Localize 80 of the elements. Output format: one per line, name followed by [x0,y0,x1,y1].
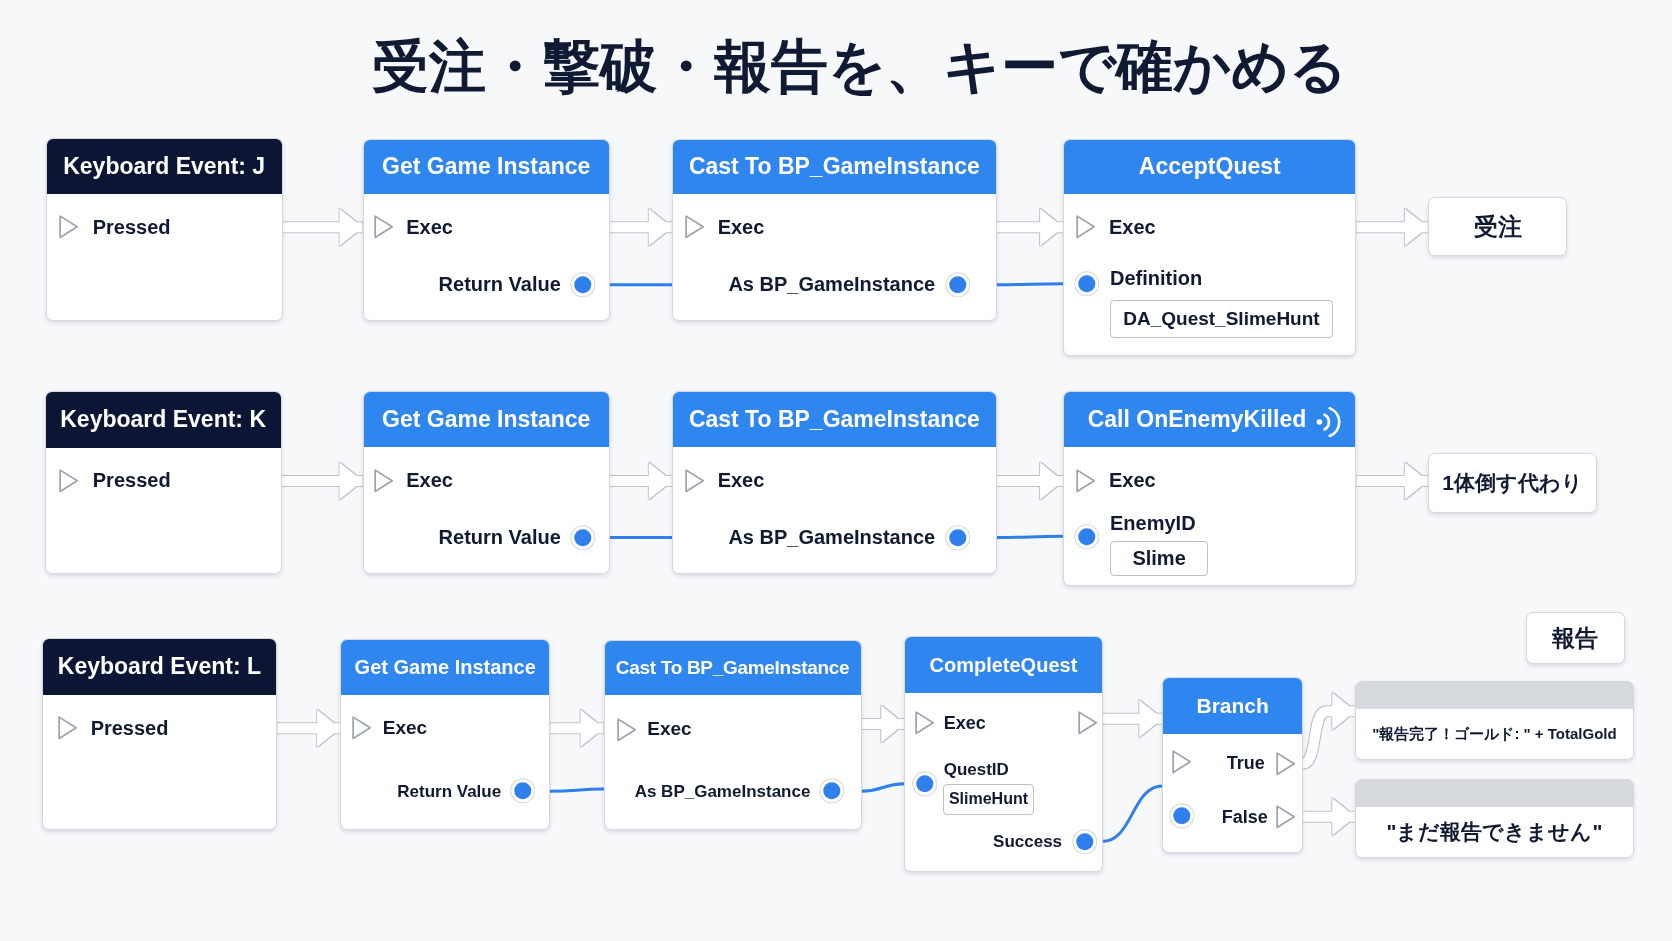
data-wire [608,283,674,287]
blueprint-node [671,138,997,321]
pin-label: Pressed [90,715,169,741]
blueprint-node [362,138,610,321]
node-title: Branch [1196,693,1269,719]
node-title: Cast To BP_GameInstance [615,656,850,680]
data-wire [608,535,674,539]
data-wire [995,282,1065,287]
node-title: Cast To BP_GameInstance [688,153,980,181]
string-node: "報告完了！ゴールド: " + TotalGold [1355,681,1634,761]
pin-label: Pressed [92,214,171,240]
pin-label: Exec [406,214,453,240]
pin-label: Exec [647,717,692,742]
pin-label: Success [993,830,1063,852]
title: 受注・撃破・報告を、キーで確かめる [371,34,1347,98]
string-node: "まだ報告できません" [1355,779,1634,859]
blueprint-node [340,638,551,830]
blueprint-node [1063,138,1357,357]
exec-arrow [1303,798,1356,836]
value-field: DA_Quest_SlimeHunt [1110,299,1333,338]
blueprint-node [671,391,997,574]
node-title: Get Game Instance [382,405,591,434]
pin-label: True [1226,752,1265,775]
pin-label: Return Value [438,524,561,550]
node-title: Get Game Instance [382,153,591,181]
exec-arrow [277,709,341,747]
exec-arrow [861,705,905,743]
pin-label: Pressed [92,468,171,494]
pin-label: QuestID [943,759,1009,781]
data-wire [548,787,606,793]
exec-arrow [281,462,363,500]
exec-arrow [609,208,672,246]
blueprint-node [45,137,283,321]
exec-arrow [1301,692,1356,769]
pin-label: As BP_GameInstance [728,272,936,298]
data-wire [1101,784,1164,843]
value-field: SlimeHunt [942,783,1035,815]
pin-label: Exec [382,716,428,741]
pin-label: Exec [406,468,453,494]
pin-label: EnemyID [1110,511,1196,537]
data-wire [995,534,1065,539]
exec-arrow [1102,700,1163,738]
pin-label: Exec [943,711,986,735]
node-title: Cast To BP_GameInstance [688,405,980,434]
pin-label: Return Value [438,272,561,298]
blueprint-node [362,391,610,574]
node-title: Get Game Instance [354,655,536,680]
exec-arrow [1356,208,1428,246]
blueprint-node [904,635,1103,873]
pin-label: Exec [717,468,765,494]
blueprint-node [603,639,862,830]
label-box: 1体倒す代わり [1427,453,1598,513]
blueprint-node [41,637,278,830]
node-title: Keyboard Event: J [63,152,266,181]
pin-label: Exec [1108,468,1156,494]
exec-arrow [282,208,363,246]
pin-label: Exec [717,214,765,240]
node-title: AcceptQuest [1138,153,1281,181]
node-title: Keyboard Event: K [60,406,266,434]
pin-label: False [1221,805,1268,829]
blueprint-node [1162,677,1304,854]
exec-arrow [609,462,672,500]
node-title: CompleteQuest [929,652,1078,677]
value-field: Slime [1110,540,1209,576]
exec-arrow [1356,462,1428,500]
pin-label: Definition [1110,265,1203,291]
node-title: Keyboard Event: L [57,653,261,681]
node-title: Call OnEnemyKilled [1087,405,1307,434]
label-box: 受注 [1427,197,1568,256]
pin-label: As BP_GameInstance [634,780,811,802]
blueprint-node [1063,391,1357,587]
pin-label: Return Value [397,780,502,802]
exec-arrow [997,208,1064,246]
pin-label: As BP_GameInstance [728,524,936,550]
blueprint-node [44,391,282,574]
data-wire [860,782,906,793]
exec-arrow [997,462,1064,500]
label-box: 報告 [1525,612,1626,665]
exec-arrow [550,709,604,747]
pin-label: Exec [1108,214,1156,240]
